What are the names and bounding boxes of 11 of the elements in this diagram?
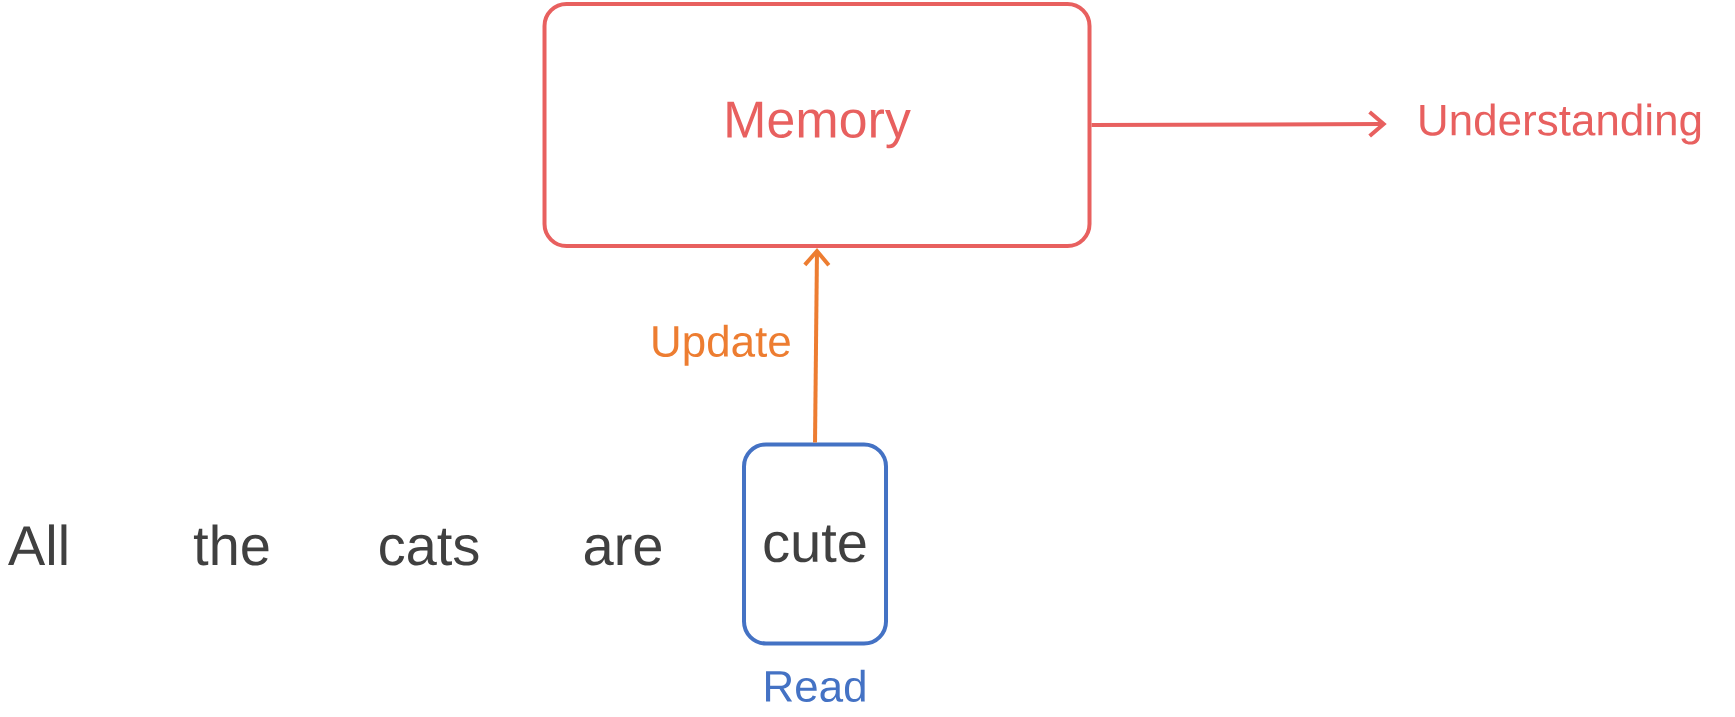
arrow	[1091, 110, 1387, 138]
arrow	[803, 248, 831, 443]
output-label: Understanding	[1420, 103, 1701, 145]
word: All	[8, 524, 67, 565]
node-label: Read	[766, 669, 865, 702]
word-box: cute	[742, 442, 888, 646]
edge-label: Update	[653, 324, 790, 366]
word: are	[584, 534, 661, 566]
word: the	[193, 524, 269, 566]
memory-box: Memory	[542, 2, 1092, 248]
word: cats	[380, 528, 479, 566]
